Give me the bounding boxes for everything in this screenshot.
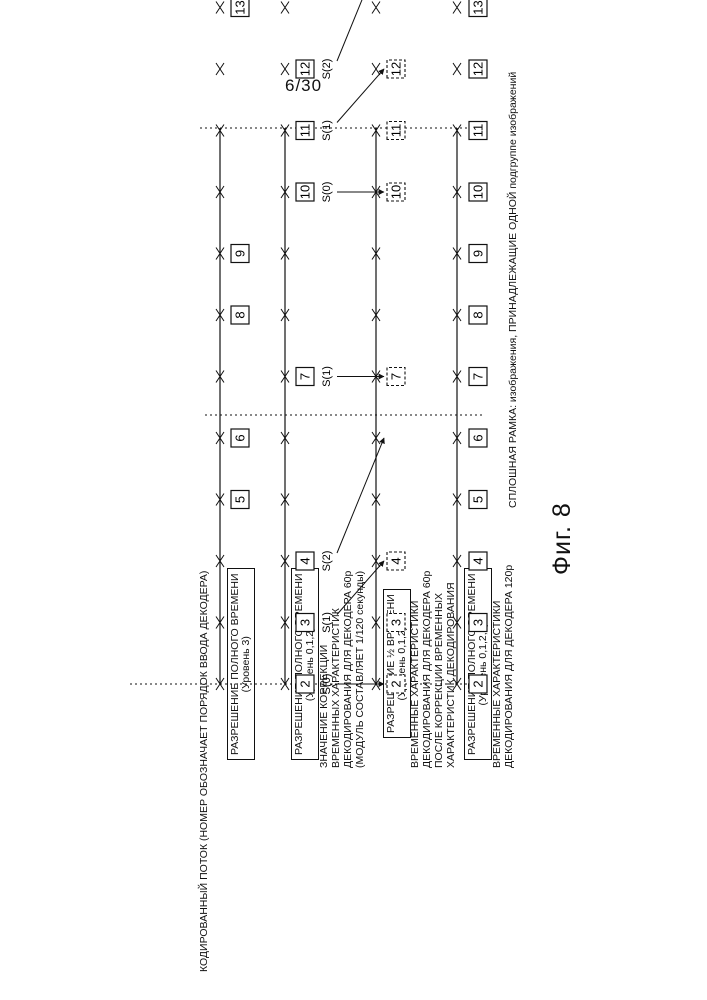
row-1-picture-number: 9 — [233, 250, 248, 257]
row-4-picture-number: 9 — [471, 250, 486, 257]
row-3-picture-number: 10 — [389, 185, 404, 199]
row-2-sub-layer-label: S(1) — [321, 120, 333, 141]
row-4-picture-number: 13 — [471, 0, 486, 14]
row-4-picture-number: 11 — [471, 124, 486, 138]
row-2-sub-layer-label: S(1) — [321, 366, 333, 387]
tick-mark — [453, 2, 461, 14]
decode-timing-arrow — [337, 561, 384, 615]
decode-timing-arrow — [337, 438, 384, 553]
row-2-picture-number: 11 — [298, 124, 313, 138]
row-4-picture-number: 5 — [471, 496, 486, 503]
row-3-picture-number: 3 — [389, 619, 404, 626]
row-2-picture-number: 7 — [298, 373, 313, 380]
row-1-picture-number: 8 — [233, 311, 248, 318]
row-4-picture-number: 6 — [471, 434, 486, 441]
row-3-picture-number: 2 — [389, 680, 404, 687]
tick-mark — [281, 63, 289, 75]
row-4-picture-number: 4 — [471, 557, 486, 564]
row-2-sub-layer-label: S(1) — [321, 612, 333, 633]
row-4-picture-number: 3 — [471, 619, 486, 626]
row-4-picture-number: 10 — [471, 185, 486, 199]
tick-mark — [281, 2, 289, 14]
row-1-picture-number: 13 — [233, 0, 248, 14]
tick-mark — [372, 2, 380, 14]
row-2-picture-number: 10 — [298, 185, 313, 199]
row-2-picture-number: 4 — [298, 557, 313, 564]
decode-timing-arrow — [337, 69, 384, 123]
row-4-picture-number: 12 — [471, 62, 486, 76]
tick-mark — [372, 63, 380, 75]
row-2-sub-layer-label: S(0) — [321, 182, 333, 203]
row-3-picture-number: 7 — [389, 373, 404, 380]
row-2-sub-layer-label: S(2) — [321, 551, 333, 572]
row-2-picture-number: 3 — [298, 619, 313, 626]
row-1-picture-number: 5 — [233, 496, 248, 503]
row-4-picture-number: 8 — [471, 311, 486, 318]
tick-mark — [453, 63, 461, 75]
row-4-picture-number: 2 — [471, 680, 486, 687]
row-2-sub-layer-label: S(0) — [321, 674, 333, 695]
row-3-picture-number: 11 — [389, 124, 404, 138]
row-3-picture-number: 4 — [389, 557, 404, 564]
tick-mark — [216, 63, 224, 75]
row-4-picture-number: 7 — [471, 373, 486, 380]
tick-mark — [216, 2, 224, 14]
row-3-picture-number: 12 — [389, 62, 404, 76]
row-2-picture-number: 12 — [298, 62, 313, 76]
row-1-picture-number: 6 — [233, 434, 248, 441]
row-2-sub-layer-label: S(2) — [321, 59, 333, 80]
row-2-picture-number: 2 — [298, 680, 313, 687]
